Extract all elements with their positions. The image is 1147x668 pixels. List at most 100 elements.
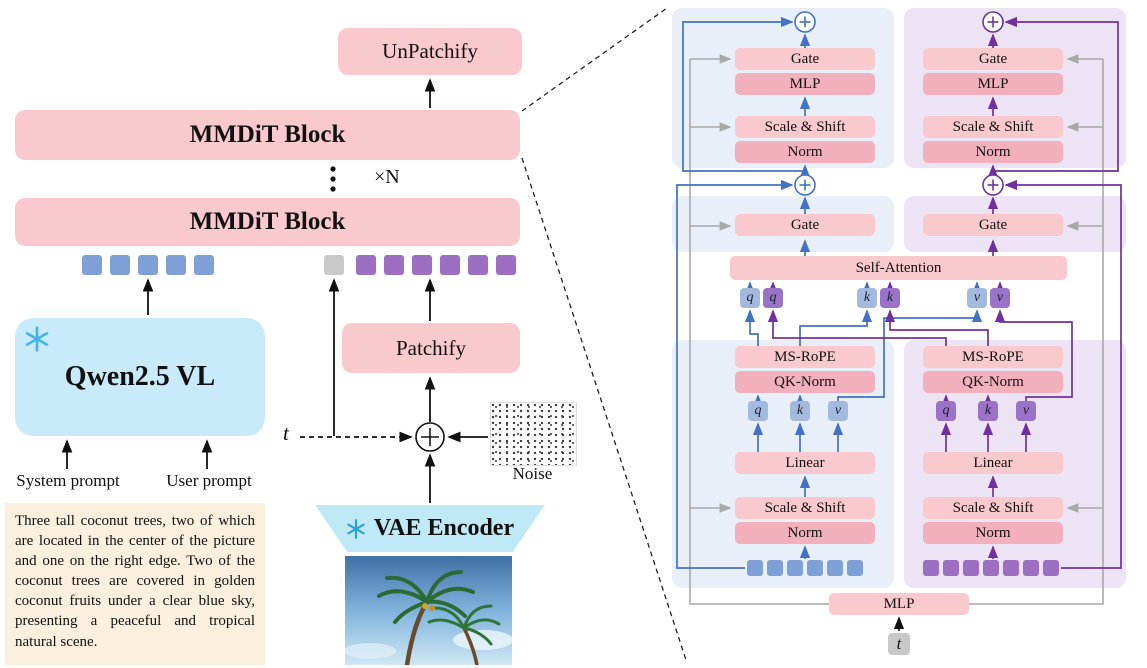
gate-label: Gate: [978, 50, 1008, 67]
text-token: [166, 255, 186, 275]
stack-dots-icon: [330, 166, 336, 192]
ms-rope-label: MS-RoPE: [774, 348, 836, 365]
noise-label: Noise: [512, 464, 553, 483]
text-token: [110, 255, 130, 275]
norm-box-text-top: Norm: [735, 141, 875, 163]
v-label: v: [996, 290, 1004, 305]
image-token: [412, 255, 432, 275]
scale-shift-box-text-top: Scale & Shift: [735, 116, 875, 138]
v-label: v: [1022, 403, 1030, 418]
scale-shift-label: Scale & Shift: [952, 118, 1034, 135]
gate-label: Gate: [978, 216, 1008, 233]
q-token-text: q: [740, 288, 760, 308]
add-noise-icon: [415, 422, 445, 452]
text-token: [827, 560, 843, 576]
qk-norm-box-text: QK-Norm: [735, 371, 875, 393]
v-token-text: v: [967, 288, 987, 308]
q-proj-text: q: [748, 401, 768, 421]
image-token: [963, 560, 979, 576]
q-label: q: [754, 403, 762, 418]
norm-label: Norm: [975, 524, 1011, 541]
norm-box-image-top: Norm: [923, 141, 1063, 163]
text-token: [82, 255, 102, 275]
v-token-image: v: [990, 288, 1010, 308]
image-token: [468, 255, 488, 275]
mlp-box-image: MLP: [923, 73, 1063, 95]
scale-shift-label: Scale & Shift: [952, 499, 1034, 516]
image-token: [356, 255, 376, 275]
mlp-box-text: MLP: [735, 73, 875, 95]
image-token: [983, 560, 999, 576]
timestep-input: t: [888, 633, 910, 655]
coconut-trees-image: [344, 556, 513, 668]
gate-label: Gate: [790, 216, 820, 233]
k-proj-text: k: [790, 401, 810, 421]
timestep-label: t: [283, 421, 289, 445]
patchify-label: Patchify: [396, 335, 466, 360]
scale-shift-label: Scale & Shift: [764, 499, 846, 516]
q-label: q: [769, 290, 777, 305]
vae-encoder-box: VAE Encoder: [315, 505, 545, 552]
mlp-label: MLP: [789, 75, 821, 92]
scale-shift-label: Scale & Shift: [764, 118, 846, 135]
v-label: v: [973, 290, 981, 305]
ms-rope-box-image: MS-RoPE: [923, 346, 1063, 368]
prompt-text-box: Three tall coconut trees, two of which a…: [5, 503, 265, 665]
text-token: [138, 255, 158, 275]
linear-box-image: Linear: [923, 452, 1063, 474]
k-label: k: [796, 403, 804, 418]
norm-box-image-low: Norm: [923, 522, 1063, 544]
system-prompt-label: System prompt: [16, 471, 120, 490]
gate-label: Gate: [790, 50, 820, 67]
qk-norm-label: QK-Norm: [962, 373, 1024, 390]
k-token-image: k: [880, 288, 900, 308]
image-token: [1023, 560, 1039, 576]
vae-encoder-label: VAE Encoder: [373, 515, 515, 541]
gate-box-text-mid: Gate: [735, 214, 875, 236]
q-label: q: [942, 403, 950, 418]
scale-shift-box-image-low: Scale & Shift: [923, 497, 1063, 519]
mlp-label: MLP: [977, 75, 1009, 92]
norm-label: Norm: [975, 143, 1011, 160]
image-token: [496, 255, 516, 275]
prompt-text: Three tall coconut trees, two of which a…: [15, 513, 255, 650]
image-token: [440, 255, 460, 275]
text-token: [807, 560, 823, 576]
user-prompt-label: User prompt: [166, 471, 252, 490]
snowflake-icon: [24, 326, 50, 352]
image-token: [923, 560, 939, 576]
text-token: [847, 560, 863, 576]
k-token-text: k: [857, 288, 877, 308]
qwen-encoder-box: Qwen2.5 VL: [15, 318, 265, 436]
qwen-label: Qwen2.5 VL: [64, 361, 216, 392]
ms-rope-label: MS-RoPE: [962, 348, 1024, 365]
scale-shift-box-image-top: Scale & Shift: [923, 116, 1063, 138]
image-token: [1043, 560, 1059, 576]
k-proj-image: k: [978, 401, 998, 421]
v-label: v: [834, 403, 842, 418]
zoom-connector-lines: [521, 7, 687, 661]
mmdit-block-top: MMDiT Block: [15, 110, 520, 160]
gate-box-image-mid: Gate: [923, 214, 1063, 236]
linear-box-text: Linear: [735, 452, 875, 474]
norm-box-text-low: Norm: [735, 522, 875, 544]
mlp-label: MLP: [883, 595, 915, 612]
mmdit-block-bottom-label: MMDiT Block: [189, 208, 346, 235]
q-label: q: [746, 290, 754, 305]
patchify-box: Patchify: [342, 323, 520, 373]
image-token: [1003, 560, 1019, 576]
image-token: [943, 560, 959, 576]
v-proj-image: v: [1016, 401, 1036, 421]
mmdit-block-bottom: MMDiT Block: [15, 198, 520, 246]
gate-box-image-top: Gate: [923, 48, 1063, 70]
k-label: k: [886, 290, 894, 305]
text-token: [747, 560, 763, 576]
unpatchify-box: UnPatchify: [338, 28, 522, 75]
mmdit-block-top-label: MMDiT Block: [189, 121, 346, 148]
v-proj-text: v: [828, 401, 848, 421]
q-token-image: q: [763, 288, 783, 308]
qk-norm-box-image: QK-Norm: [923, 371, 1063, 393]
qk-norm-label: QK-Norm: [774, 373, 836, 390]
repeat-count-label: ×N: [374, 166, 400, 188]
